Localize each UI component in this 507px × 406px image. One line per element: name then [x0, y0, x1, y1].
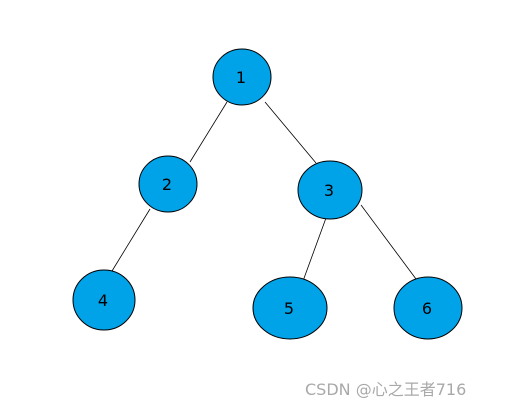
- node-label-5: 5: [284, 299, 294, 318]
- node-label-1: 1: [236, 68, 246, 87]
- edge-2-4: [111, 208, 151, 272]
- node-label-2: 2: [162, 175, 172, 194]
- node-circle-2: [138, 155, 198, 213]
- tree-node-4: 4: [72, 269, 136, 331]
- node-label-6: 6: [422, 299, 432, 318]
- tree-node-3: 3: [297, 160, 363, 220]
- tree-edges: [111, 101, 417, 282]
- node-circle-1: [212, 48, 272, 106]
- edge-3-5: [302, 217, 327, 282]
- edge-1-3: [264, 101, 317, 164]
- node-label-4: 4: [98, 291, 108, 310]
- tree-node-5: 5: [252, 276, 328, 340]
- tree-node-2: 2: [138, 155, 198, 213]
- tree-nodes: 1 2 3 4 5 6: [72, 48, 463, 340]
- node-circle-5: [252, 276, 328, 340]
- node-label-3: 3: [324, 181, 334, 200]
- node-circle-6: [393, 276, 463, 340]
- tree-node-6: 6: [393, 276, 463, 340]
- node-circle-3: [297, 160, 363, 220]
- tree-node-1: 1: [212, 48, 272, 106]
- edge-1-2: [189, 101, 228, 163]
- edge-3-6: [360, 204, 417, 280]
- csdn-watermark: CSDN @心之王者716: [305, 380, 467, 399]
- node-circle-4: [72, 269, 136, 331]
